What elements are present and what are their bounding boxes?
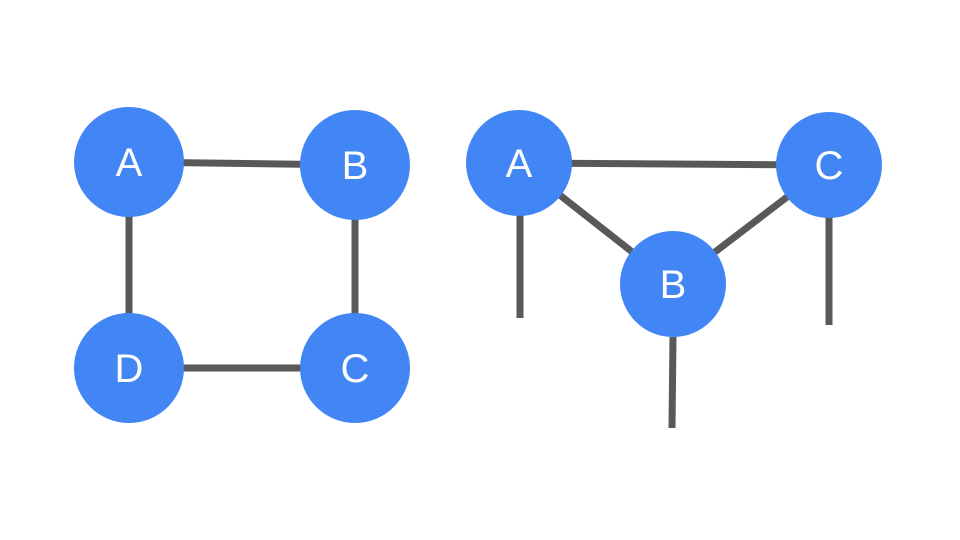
square-graph-node-C-label: C — [341, 347, 370, 391]
nodes-layer: A B C D A B C — [74, 107, 882, 423]
square-graph-node-C-circle — [300, 313, 410, 423]
triangle-graph-open-edge-B — [668, 336, 677, 429]
square-graph-node-B-label: B — [342, 144, 369, 188]
triangle-graph-node-B: B — [620, 231, 726, 337]
triangle-graph-node-A: A — [466, 110, 572, 216]
square-graph-node-D-circle — [74, 313, 184, 423]
triangle-graph-node-B-circle — [620, 231, 726, 337]
square-graph-node-D-label: D — [115, 347, 144, 391]
square-graph-node-B-circle — [300, 110, 410, 220]
triangle-graph-node-C-label: C — [815, 144, 844, 188]
square-graph-node-D: D — [74, 313, 184, 423]
square-graph-node-A-circle — [74, 107, 184, 217]
square-graph-node-A: A — [74, 107, 184, 217]
square-graph-node-B: B — [300, 110, 410, 220]
triangle-graph-node-B-label: B — [660, 263, 687, 307]
square-graph-node-A-label: A — [116, 141, 143, 185]
square-graph-node-C: C — [300, 313, 410, 423]
triangle-graph-node-A-label: A — [506, 142, 533, 186]
triangle-graph-node-C-circle — [776, 112, 882, 218]
triangle-graph-node-A-circle — [466, 110, 572, 216]
triangle-graph-node-C: C — [776, 112, 882, 218]
